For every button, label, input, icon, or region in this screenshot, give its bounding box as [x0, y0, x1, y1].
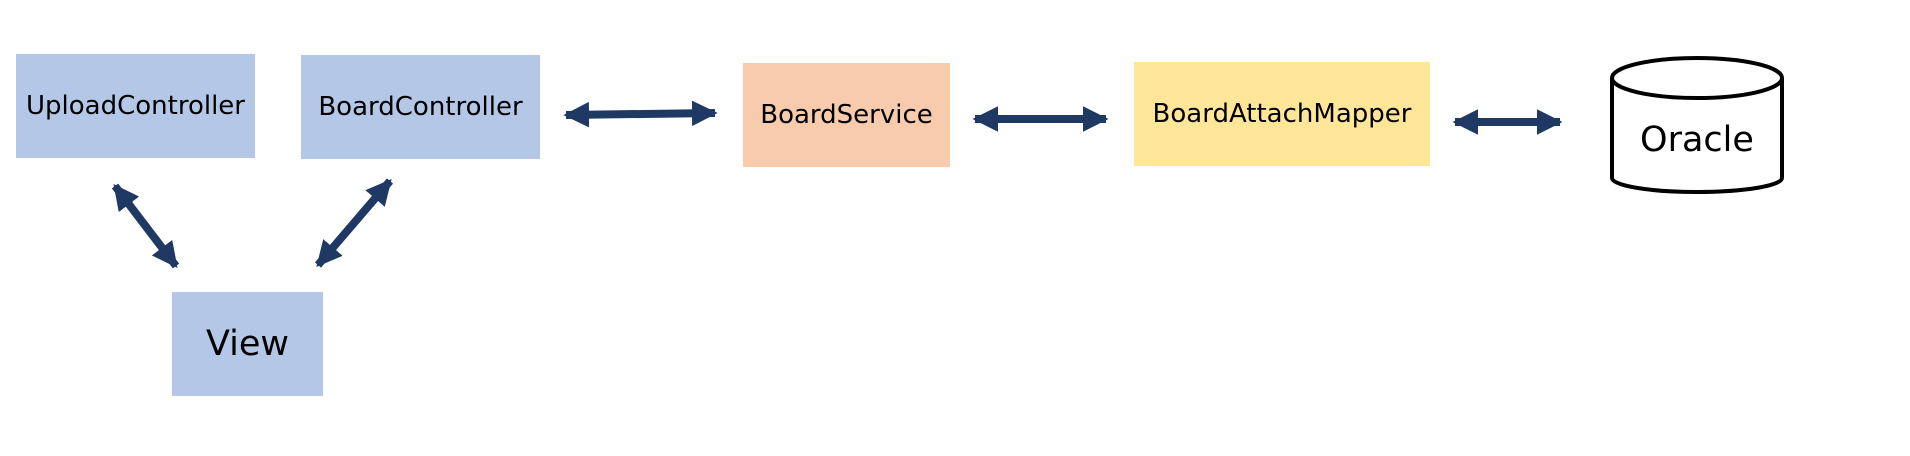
board-service-label: BoardService — [760, 100, 933, 130]
upload-controller-label: UploadController — [26, 91, 245, 121]
board-controller-label: BoardController — [318, 92, 523, 122]
board-controller-box: BoardController — [301, 55, 540, 159]
arrow-board-controller-board-service — [563, 100, 718, 128]
board-attach-mapper-box: BoardAttachMapper — [1134, 62, 1430, 166]
oracle-label: Oracle — [1640, 120, 1754, 160]
oracle-database-icon — [1610, 56, 1784, 194]
arrow-upload-controller-view — [111, 183, 180, 269]
board-attach-mapper-label: BoardAttachMapper — [1152, 99, 1412, 129]
upload-controller-box: UploadController — [16, 54, 255, 158]
arrow-board-controller-view — [314, 178, 394, 268]
view-box: View — [172, 292, 323, 396]
view-label: View — [205, 324, 290, 364]
board-service-box: BoardService — [743, 63, 950, 167]
